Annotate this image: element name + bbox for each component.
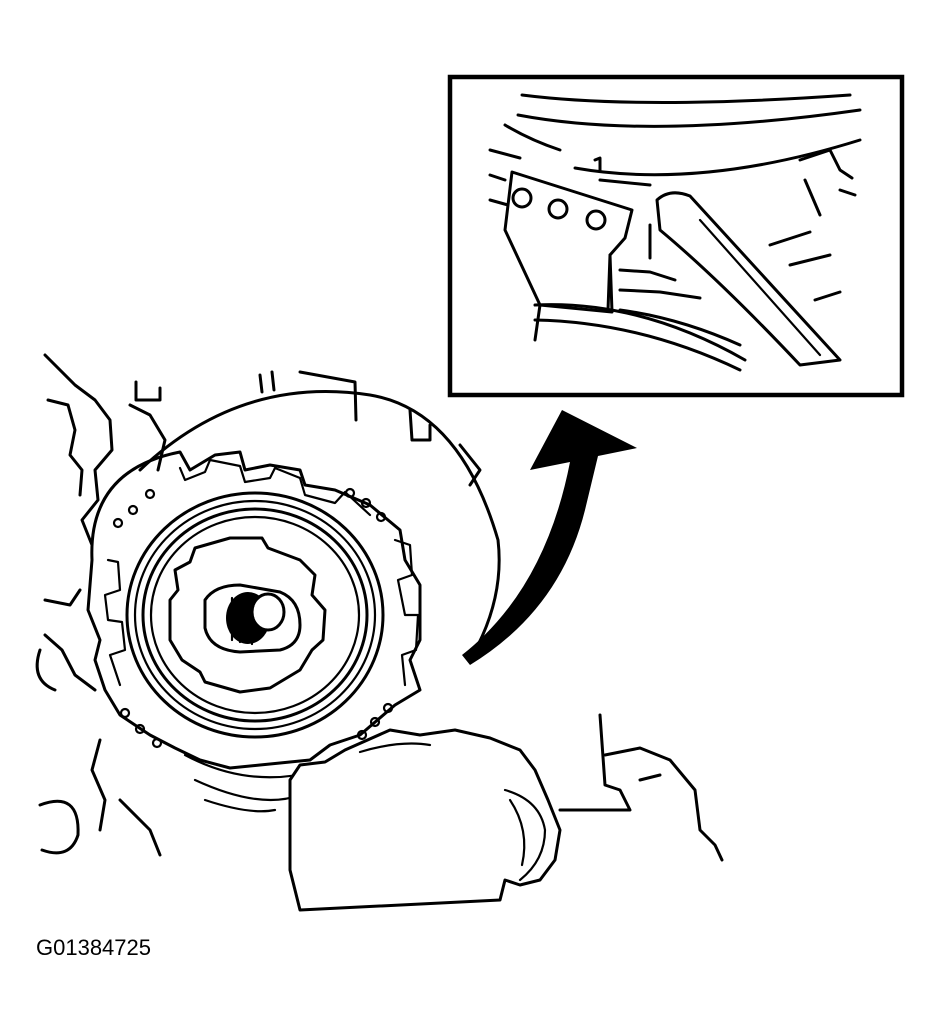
outer-support-ring xyxy=(134,370,501,662)
pointer-arrow xyxy=(462,410,637,665)
hand-with-tool xyxy=(288,728,562,912)
detail-inset xyxy=(447,74,905,398)
transmission-case xyxy=(35,353,724,862)
figure-code: G01384725 xyxy=(36,935,151,960)
clutch-drum xyxy=(86,450,422,813)
